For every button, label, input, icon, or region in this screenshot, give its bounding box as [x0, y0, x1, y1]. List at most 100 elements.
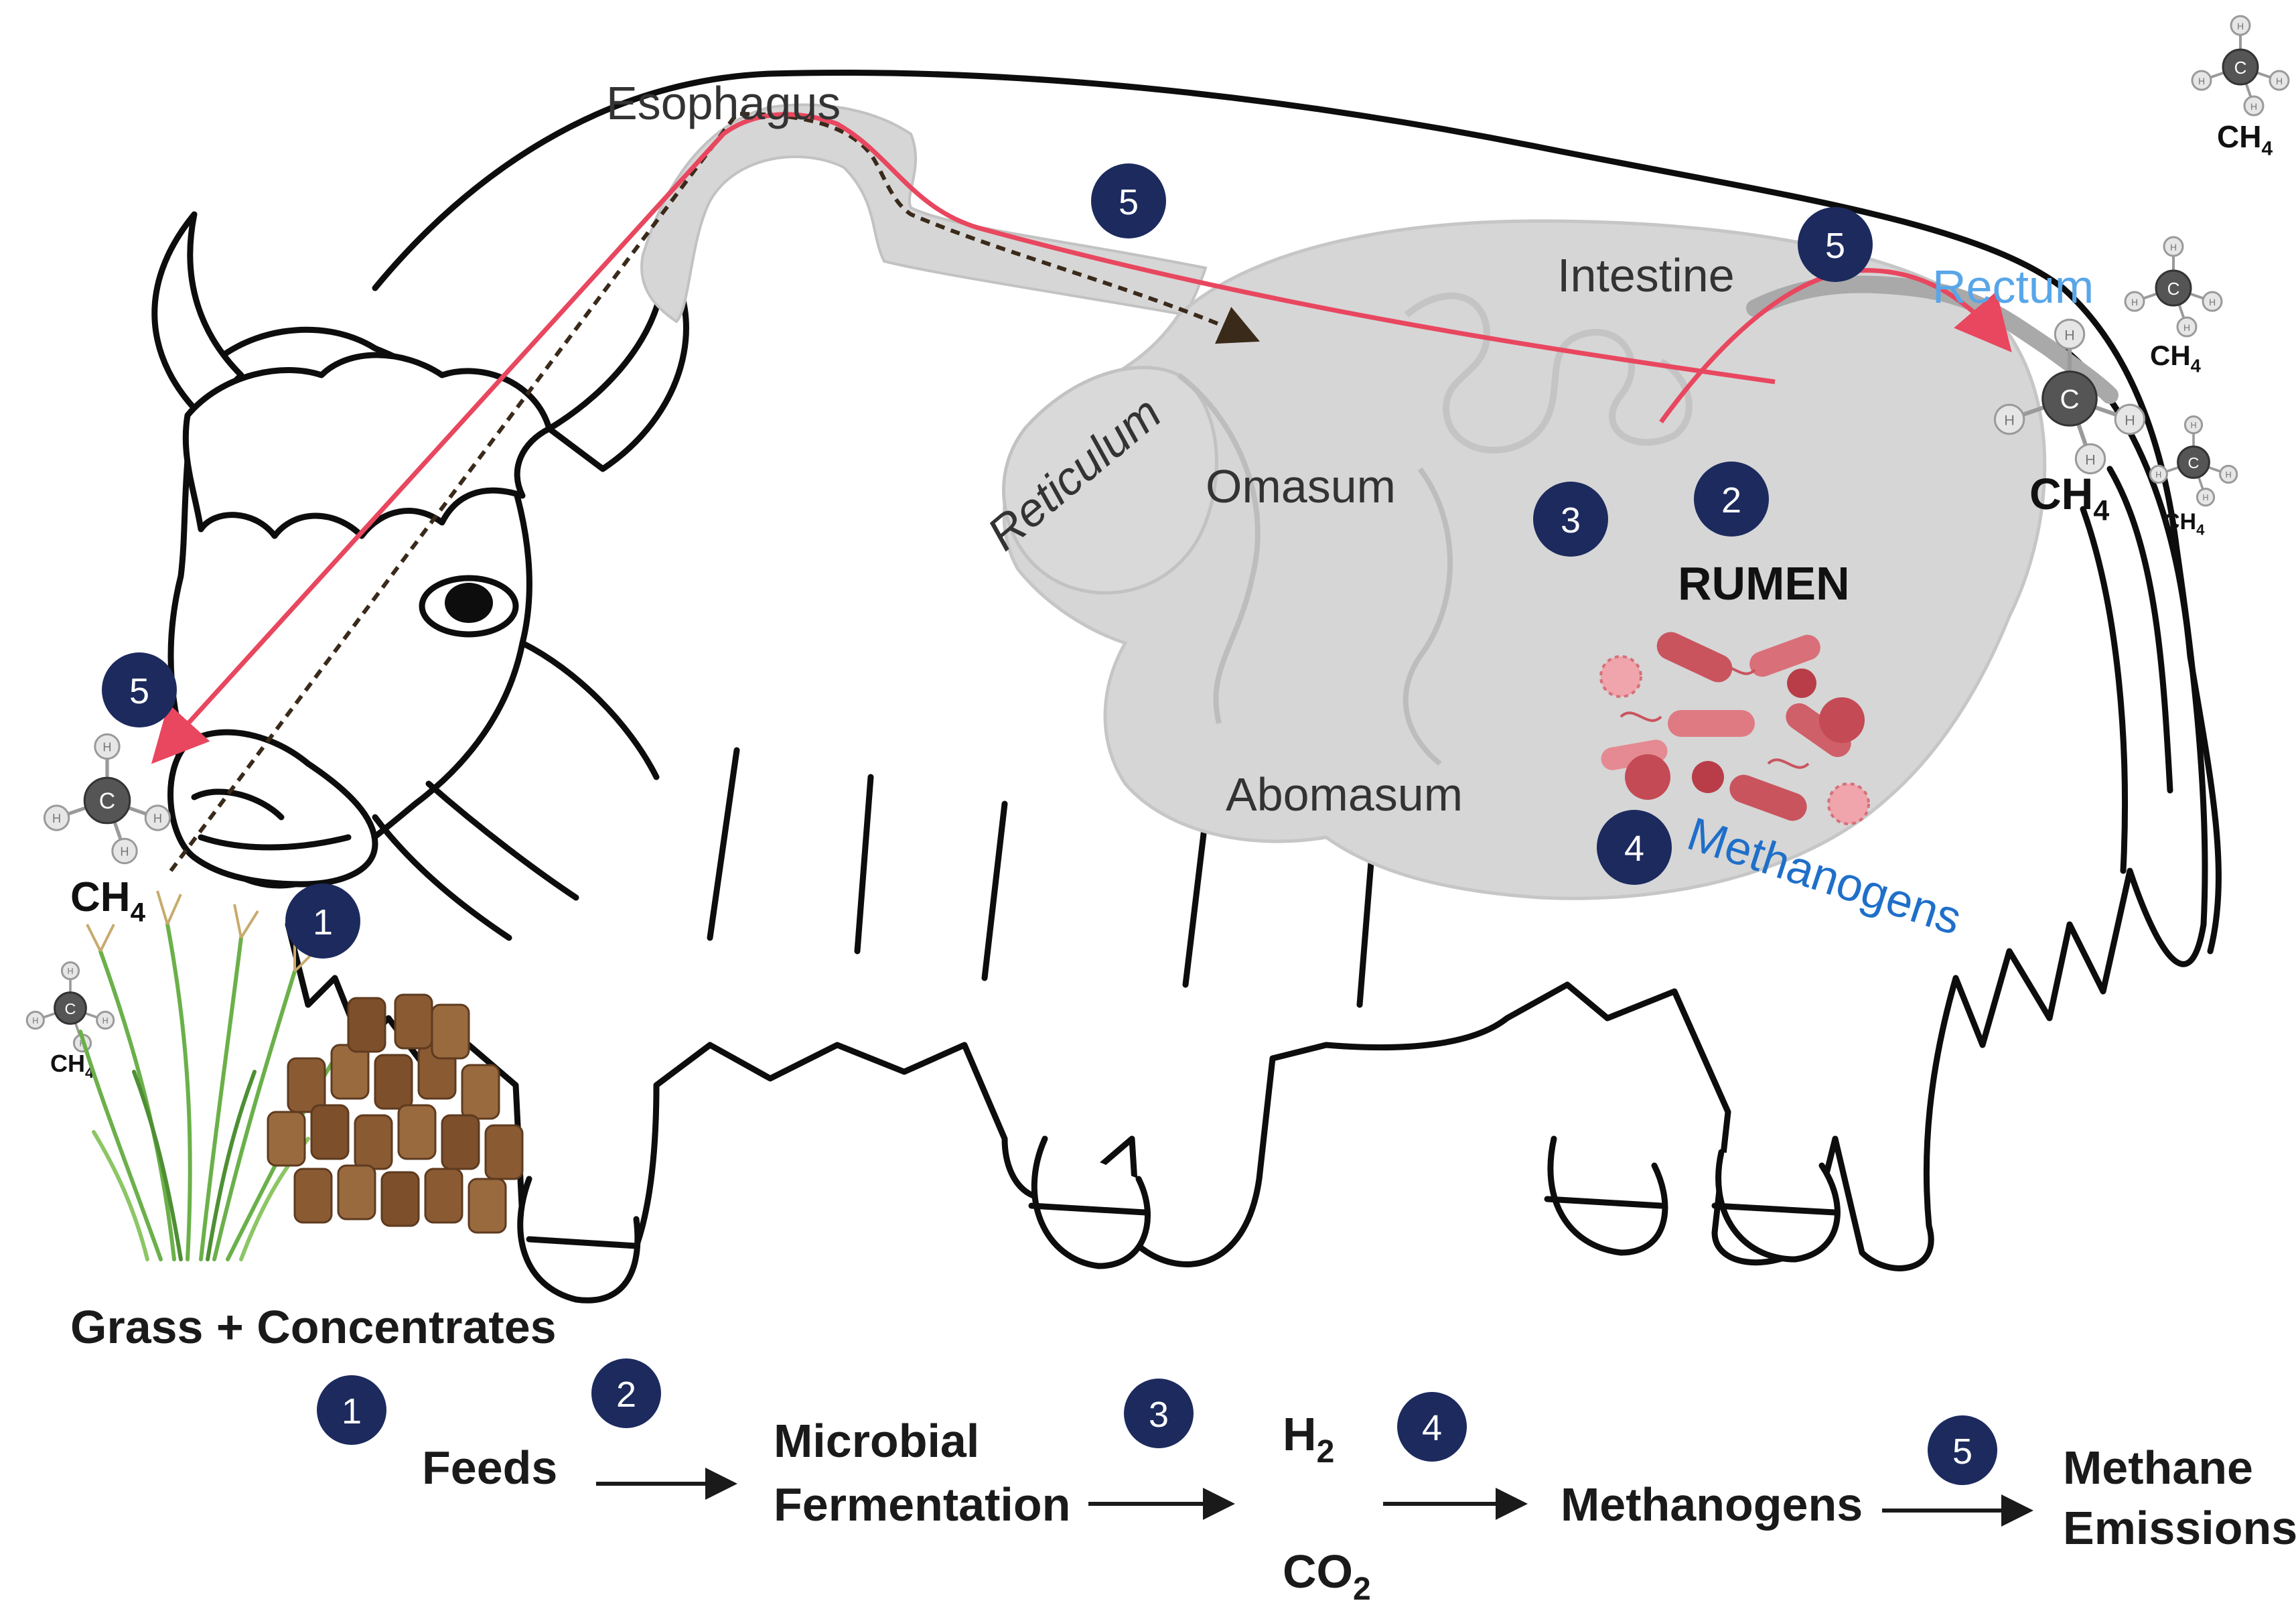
badge-circle — [317, 1375, 386, 1445]
step-badge-one: 1 — [317, 1375, 386, 1445]
hydrogen-atom — [60, 961, 80, 981]
flow-fermentation-line2: Fermentation — [774, 1478, 1070, 1531]
badge-number: 1 — [342, 1391, 362, 1431]
badge-circle — [285, 884, 360, 959]
carbon-letter: C — [2060, 384, 2079, 415]
flow-methanogens: Methanogens — [1561, 1478, 1863, 1531]
badge-circle — [1397, 1392, 1467, 1462]
microbe-cocci — [1827, 782, 1870, 825]
step-badge-five: 5 — [1091, 163, 1166, 238]
hydrogen-letter: H — [102, 1016, 109, 1026]
hydrogen-atom — [94, 733, 121, 760]
hydrogen-letter: H — [2198, 76, 2205, 86]
microbe-cluster — [1692, 761, 1724, 793]
yak-nostril — [191, 788, 285, 821]
hydrogen-letter: H — [2226, 470, 2232, 480]
microbe-rod — [1786, 703, 1851, 758]
eructation-path — [151, 112, 1776, 764]
hydrogen-letter: H — [2209, 297, 2216, 307]
carbon-letter: C — [65, 1000, 76, 1018]
flow-co2: CO2 — [1283, 1545, 1371, 1607]
carbon-atom — [2041, 370, 2098, 427]
hydrogen-letter: H — [120, 845, 129, 858]
hydrogen-atom — [2054, 318, 2086, 350]
step-badge-three: 3 — [1124, 1379, 1194, 1448]
step-badge-five: 5 — [102, 652, 177, 727]
reticulum-shape — [1002, 366, 1218, 595]
hydrogen-atom — [2149, 464, 2168, 484]
badge-circle — [1533, 482, 1608, 557]
flow-h2: H2 — [1283, 1408, 1334, 1470]
flow-methane-line2: Emissions — [2063, 1502, 2296, 1554]
intestine-coils — [1404, 292, 1693, 453]
badge-circle — [591, 1358, 661, 1428]
feed-label: Grass + Concentrates — [70, 1301, 557, 1353]
carbon-atom — [2177, 445, 2210, 479]
hydrogen-atom — [2124, 291, 2145, 312]
ch4-label: CH4 — [2029, 469, 2109, 527]
grass-seed-heads — [86, 890, 316, 973]
microbe-cluster — [1819, 697, 1865, 743]
yak-forelock — [182, 352, 553, 539]
hydrogen-atom — [2191, 70, 2212, 91]
abomasum-fold — [1403, 467, 1453, 766]
esophagus-label: Esophagus — [606, 77, 841, 129]
badge-circle — [1091, 163, 1166, 238]
step-badge-four: 4 — [1397, 1392, 1467, 1462]
hydrogen-letter: H — [2190, 421, 2196, 430]
hydrogen-atom — [2074, 443, 2106, 475]
badge-number: 3 — [1561, 500, 1581, 541]
badge-circle — [1597, 810, 1672, 885]
badge-number: 2 — [1721, 480, 1741, 520]
hydrogen-letter: H — [52, 812, 61, 825]
hydrogen-atom — [2163, 236, 2184, 257]
yak-mouth — [198, 834, 352, 851]
ch4-label: CH4 — [2163, 509, 2205, 539]
hydrogen-letter: H — [102, 740, 111, 754]
hydrogen-atom — [2114, 403, 2146, 435]
microbe-rod — [1656, 632, 1733, 683]
step-badge-five: 5 — [1798, 207, 1873, 282]
carbon-atom — [2222, 48, 2259, 86]
hydrogen-letter: H — [2155, 470, 2161, 480]
badge-number: 5 — [1825, 226, 1845, 266]
process-flow: Feeds Microbial Fermentation H2 CO2 Meth… — [422, 1408, 2296, 1607]
hydrogen-letter: H — [2004, 412, 2015, 429]
hydrogen-letter: H — [32, 1016, 38, 1026]
hydrogen-atom — [2202, 291, 2223, 312]
hydrogen-atom — [2176, 316, 2198, 338]
omasum-fold — [1177, 372, 1261, 724]
badge-number: 3 — [1149, 1395, 1169, 1435]
ch4-label: CH4 — [70, 874, 146, 928]
carbon-letter: C — [2167, 279, 2180, 299]
microbe-cluster — [1625, 754, 1670, 800]
hydrogen-atom — [2183, 415, 2204, 435]
hydrogen-letter: H — [2237, 21, 2244, 31]
hydrogen-letter: H — [2183, 322, 2190, 333]
hydrogen-letter: H — [2125, 412, 2135, 429]
hydrogen-letter: H — [2064, 326, 2075, 343]
rumen-label: RUMEN — [1678, 557, 1850, 610]
flow-methane-line1: Methane — [2063, 1442, 2253, 1494]
hydrogen-atom — [2196, 488, 2216, 507]
microbe-cocci — [1599, 655, 1642, 698]
yak-beard — [372, 640, 660, 941]
feed-illustration: Grass + Concentrates — [70, 890, 557, 1353]
hydrogen-atom — [2269, 70, 2290, 91]
yak-rear-hoof-right — [1715, 1149, 1841, 1263]
ch4-molecule: H H H H C CH4 — [1993, 318, 2146, 527]
yak-rear-hoof-left — [1547, 1135, 1668, 1256]
carbon-letter: C — [2188, 454, 2200, 472]
microbe-cluster — [1787, 669, 1816, 698]
hydrogen-atom — [2230, 15, 2251, 36]
badge-circle — [102, 652, 177, 727]
hydrogen-letter: H — [2085, 451, 2096, 468]
methanogen-cluster — [1599, 632, 1870, 825]
microbe-flagella — [1620, 664, 1810, 769]
intestine-label: Intestine — [1557, 249, 1735, 301]
yak-hair-strokes — [707, 747, 1376, 1008]
